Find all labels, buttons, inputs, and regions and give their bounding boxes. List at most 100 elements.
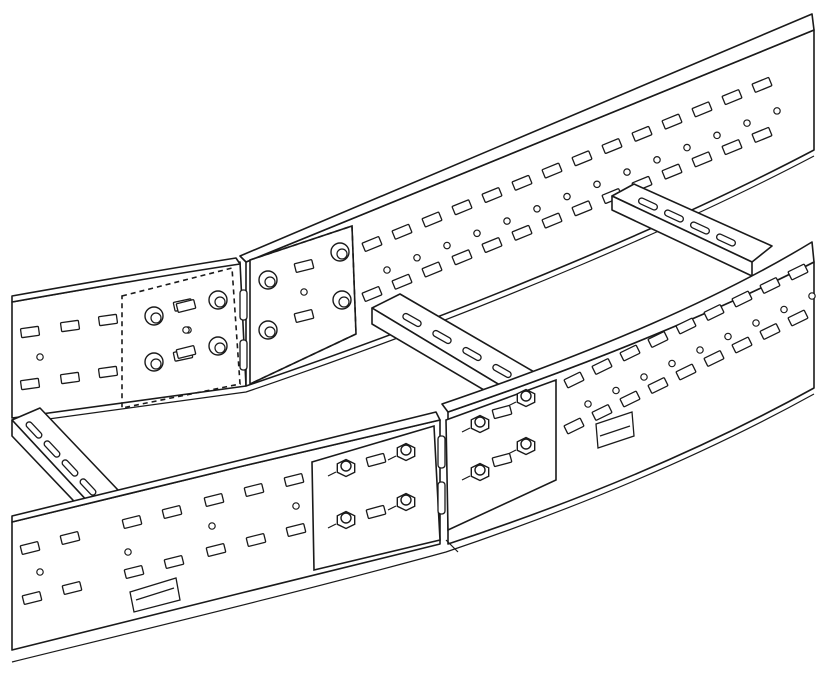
- rail-slot: [97, 313, 119, 327]
- rail-slot: [293, 259, 315, 273]
- rail-slot: [591, 358, 613, 375]
- front-rail-left-lip: [11, 411, 441, 523]
- rail-slot: [123, 565, 145, 579]
- rail-hole: [563, 192, 571, 201]
- bolt-end: [520, 390, 532, 402]
- bolt-dome: [338, 296, 350, 308]
- rail-hole: [443, 241, 451, 250]
- rail-joint-edge: [445, 539, 459, 553]
- rail-slot: [759, 277, 781, 294]
- rail-slot: [361, 286, 383, 302]
- hidden-plate-bolt-heads: [144, 242, 352, 372]
- washer-edge: [387, 455, 397, 461]
- bolt-dome: [214, 296, 226, 308]
- rung-slot: [402, 312, 422, 328]
- bolt-head: [258, 320, 278, 340]
- rail-slot: [97, 365, 119, 379]
- rung-slot: [637, 197, 659, 211]
- rail-hole: [640, 373, 648, 381]
- hinge-slot: [239, 289, 248, 321]
- hinge-slot: [437, 481, 446, 515]
- rail-slot: [703, 350, 725, 367]
- bolt-end: [520, 438, 532, 450]
- bolt-head: [208, 336, 228, 356]
- rung-slot: [25, 421, 43, 439]
- rail-hole: [743, 119, 751, 127]
- rail-slot: [563, 371, 585, 389]
- rail-slot: [491, 452, 513, 468]
- rail-slot: [391, 223, 413, 240]
- rail-hole: [292, 502, 300, 510]
- rail-slot: [759, 323, 781, 340]
- rail-hole: [36, 568, 44, 576]
- rung-slot: [492, 363, 512, 379]
- rail-slot: [481, 237, 503, 253]
- washer-edge: [461, 427, 471, 433]
- splice-plate-hidden: [121, 224, 357, 409]
- rail-slot: [661, 113, 683, 130]
- rung-slot: [43, 440, 61, 458]
- rail-slot: [731, 336, 753, 354]
- rail-slot: [675, 363, 697, 381]
- rung-slot: [462, 346, 482, 362]
- rail-slot: [675, 317, 697, 335]
- rail-slot: [245, 533, 267, 547]
- rail-slot: [541, 212, 563, 229]
- rung-slots: [402, 312, 512, 379]
- rung-slot: [61, 459, 79, 477]
- bolt-nut: [327, 510, 356, 530]
- rung-slots: [637, 197, 737, 247]
- rail-slot: [19, 541, 41, 555]
- rail-slot: [571, 200, 593, 217]
- rail-hole: [713, 131, 721, 140]
- rail-slot: [391, 273, 413, 290]
- rail-slot: [451, 249, 473, 266]
- rail-hole: [668, 359, 676, 368]
- rail-slot: [491, 404, 513, 420]
- bolt-head: [330, 242, 350, 262]
- bolt-dome: [150, 312, 162, 324]
- bolt-head: [208, 290, 228, 310]
- bolt-nut: [387, 442, 416, 462]
- rail-slot: [365, 504, 387, 520]
- bolt-end: [474, 416, 486, 428]
- bolt-dome: [264, 276, 276, 288]
- rail-hole: [413, 253, 421, 262]
- rail-slot: [571, 150, 593, 167]
- rung-slot: [663, 209, 685, 223]
- access-window: [595, 411, 635, 449]
- front-rail-right-lip: [441, 241, 815, 413]
- bolt-nut: [461, 414, 490, 434]
- rail-slot: [59, 531, 81, 545]
- rail-slot: [175, 345, 197, 359]
- hinge-slot: [239, 339, 248, 371]
- rail-hole: [533, 205, 541, 213]
- rail-slot: [691, 151, 713, 168]
- access-window: [129, 577, 181, 613]
- rail-slot: [59, 319, 81, 333]
- rail-hole: [773, 107, 781, 115]
- rail-hole: [808, 292, 816, 300]
- bolt-head: [144, 352, 164, 372]
- bolt-end: [340, 512, 352, 524]
- rail-slot: [175, 299, 197, 313]
- rail-hole: [182, 326, 190, 334]
- rail-hole: [724, 332, 732, 341]
- rail-slot: [619, 390, 641, 408]
- washer-edge: [387, 505, 397, 511]
- back-rail-bottom-flange: [11, 155, 815, 425]
- bolt-dome: [264, 326, 276, 338]
- rail-slot: [647, 377, 669, 394]
- rail-slot: [121, 515, 143, 529]
- rail-slot: [751, 126, 773, 143]
- rail-hole: [780, 305, 788, 314]
- rail-hole: [593, 180, 601, 189]
- rail-slot: [21, 591, 43, 605]
- bolt-dome: [214, 342, 226, 354]
- rail-hole: [683, 143, 691, 152]
- front-rail-bottom-flange: [11, 393, 815, 663]
- rail-slot: [541, 162, 563, 179]
- bolt-nut: [327, 458, 356, 478]
- rail-slot: [731, 290, 753, 308]
- rail-slot: [421, 261, 443, 278]
